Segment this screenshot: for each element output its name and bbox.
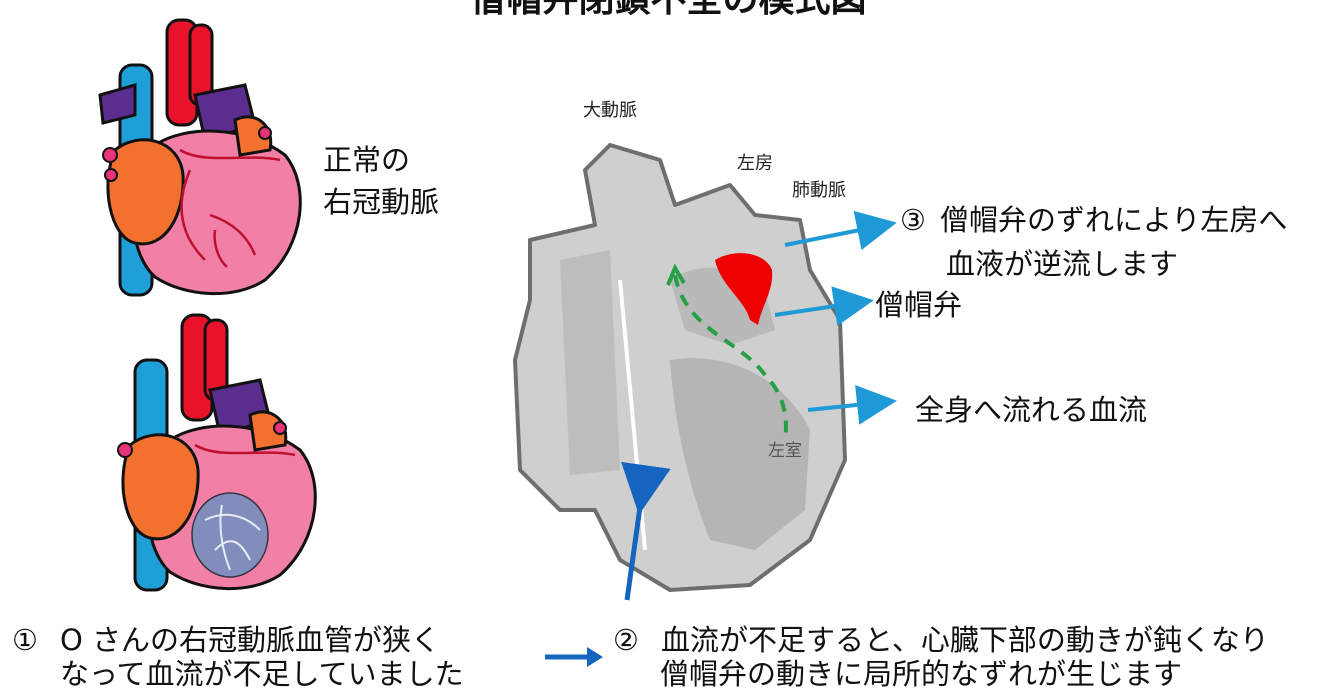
normal-caption-line2: 右冠動脈: [323, 185, 440, 219]
step-marker-3: ③: [900, 203, 926, 237]
step-marker-2: ②: [613, 623, 639, 657]
mitral-valve-label: 僧帽弁: [875, 288, 963, 322]
label-left-atrium: 左房: [737, 153, 773, 174]
regurgitation-arrow: [784, 210, 897, 251]
label-aorta: 大動脈: [583, 100, 637, 121]
step-marker-1: ①: [12, 623, 38, 657]
page-title: 僧帽弁閉鎖不全の模式図: [0, 0, 1337, 22]
mitral-valve-arrow: [774, 286, 874, 326]
step-2-line2: 僧帽弁の動きに局所的なずれが生じます: [660, 657, 1183, 691]
ischemia-arrow: [621, 461, 671, 601]
right-atrium: [106, 138, 185, 246]
normal-heart-illustration: [98, 18, 302, 297]
systemic-flow-path: [673, 274, 788, 441]
regurgitation-note-line2: 血液が逆流します: [946, 247, 1179, 281]
systemic-flow-label: 全身へ流れる血流: [915, 393, 1148, 427]
regurgitation-jet: [715, 253, 773, 325]
ischemic-heart-illustration: [117, 313, 317, 592]
left-ventricle-region: [670, 358, 810, 550]
label-left-ventricle: 左室: [768, 441, 802, 461]
coronary-artery: [179, 148, 281, 268]
step-1-line2: なって血流が不足していました: [60, 657, 464, 691]
heart-cross-section: [513, 143, 847, 592]
normal-caption-line1: 正常の: [323, 143, 411, 177]
label-pulmonary-artery: 肺動脈: [792, 180, 846, 201]
systemic-flow-arrow: [807, 385, 897, 425]
